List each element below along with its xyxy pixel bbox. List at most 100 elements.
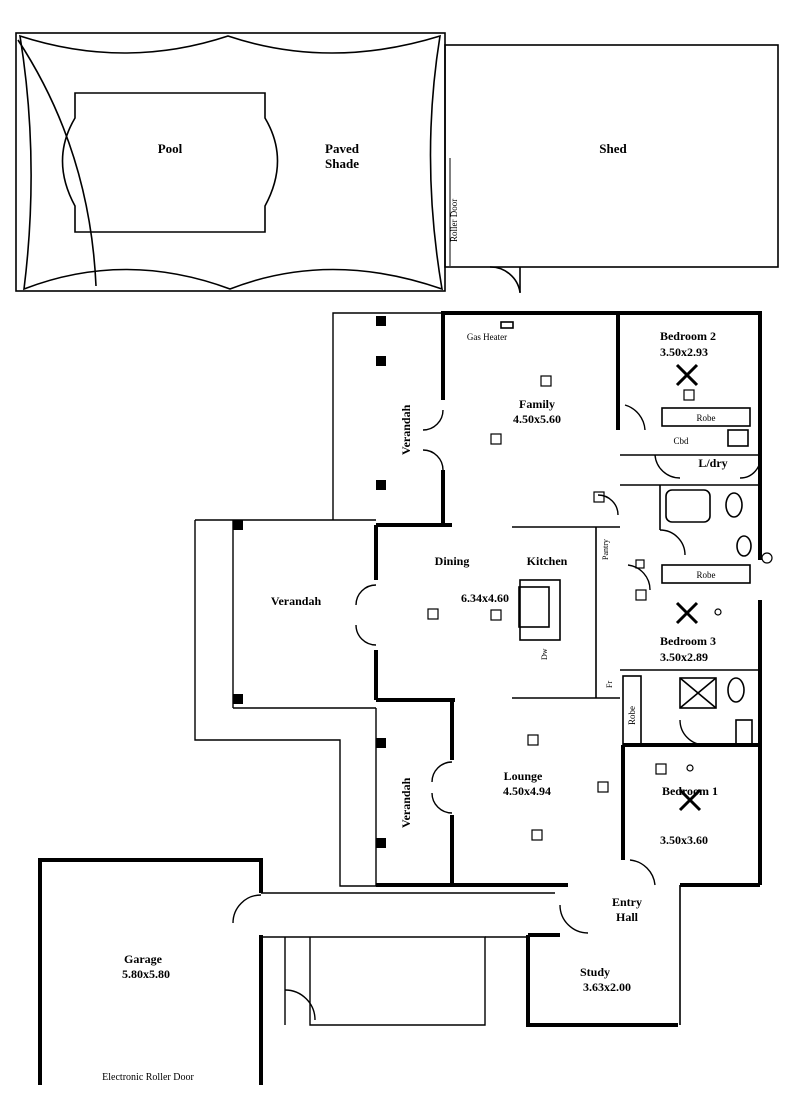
garage-door-label: Electronic Roller Door [102,1072,194,1083]
bedroom3-size: 3.50x2.89 [660,650,708,664]
verandah-bottom-label: Verandah [399,777,413,828]
light-icon [490,609,502,621]
light-icon [635,559,645,569]
smoke-detector-icon [686,764,694,772]
door-bed2 [624,404,646,431]
bedroom1-size: 3.50x3.60 [660,833,708,847]
robe-bed1-label: Robe [627,706,637,725]
driveway-box [261,936,486,1026]
roller-door-label: Roller Door [449,199,459,242]
light-icon [540,375,552,387]
fan-icon [675,601,699,625]
family-size: 4.50x5.60 [513,412,561,426]
door-ldry [654,454,761,479]
fan-icon [675,363,699,387]
door-entry [559,904,589,934]
ldry-tub [727,429,749,447]
light-icon [683,389,695,401]
paved-shade-label-2: Shade [325,156,359,171]
study-label: Study [580,965,610,979]
gas-heater-unit [500,321,514,329]
verandah-top-label: Verandah [399,404,413,455]
light-icon [531,829,543,841]
smoke-detector-icon [714,608,722,616]
outer-lines [194,312,555,1026]
door-ensuite [679,719,706,746]
toilet-1 [725,492,743,518]
gas-heater-label: Gas Heater [467,332,507,342]
shed-outline [444,44,779,268]
bedroom2-label: Bedroom 2 [660,329,716,343]
pool-area-boundary [15,32,446,292]
internal-lines [500,321,760,1025]
shower-x2 [679,677,717,709]
paved-shade-label-1: Paved [325,141,360,156]
lounge-label: Lounge [504,769,543,783]
shower [679,677,717,709]
bedroom1-label: Bedroom 1 [662,784,718,798]
robe-bed2-box [661,407,751,427]
wall-study [526,935,678,1027]
wall-family-top [441,311,762,493]
toilet-2 [727,677,745,703]
verandah-left-label: Verandah [271,594,322,608]
bedroom3-label: Bedroom 3 [660,634,716,648]
post [376,838,386,848]
post [376,316,386,326]
fr-label: Fr [605,681,614,688]
verandah-top-outline [332,312,443,520]
entry-label-1: Entry [612,895,642,909]
tap-icon [761,552,773,564]
light-icon [527,734,539,746]
door-swings [232,404,761,1021]
dining-label: Dining [435,554,470,568]
ldry-label: L/dry [698,456,727,470]
kitchen-label: Kitchen [527,554,568,568]
pool-outline [61,92,279,233]
door-verandah-left [355,584,377,646]
post [376,356,386,366]
basin-2 [735,719,753,745]
pantry-label: Pantry [601,539,610,560]
shade-sail [19,34,444,291]
door-bed1 [629,859,656,886]
shed-label: Shed [599,141,627,156]
robe-bed2-label: Robe [697,413,716,423]
light-icon [597,781,609,793]
lounge-size: 4.50x4.94 [503,784,551,798]
light-icon [593,491,605,503]
bedroom2-size: 3.50x2.93 [660,345,708,359]
door-bath [659,529,686,556]
entry-label-2: Hall [616,910,639,924]
robe-bed3-label: Robe [697,570,716,580]
door-bed3 [627,564,651,591]
light-icon [490,433,502,445]
light-icon [635,589,647,601]
light-icon [427,608,439,620]
post [376,738,386,748]
post [376,480,386,490]
thick-walls [38,311,762,1085]
robe-bed3-box [661,564,751,584]
cbd-label: Cbd [673,436,689,446]
house-walls [38,311,762,1085]
verandah-posts [233,316,386,848]
shade-arc [17,39,97,287]
dining-kitchen-size: 6.34x4.60 [461,591,509,605]
kitchen-island [519,579,561,641]
outdoor-area [15,32,779,293]
basin-1 [736,535,752,557]
post [233,520,243,530]
wall-garage-top [38,858,263,1085]
garage-size: 5.80x5.80 [122,967,170,981]
post [233,694,243,704]
robe-bed1-box [622,675,642,747]
door-verandah-bottom [431,761,453,814]
door-garage [232,894,262,924]
fan-icon [678,788,702,812]
garage-label: Garage [124,952,163,966]
door-family-hall [597,494,619,516]
side-path-outline [194,520,376,887]
door-garage-side [284,989,316,1021]
